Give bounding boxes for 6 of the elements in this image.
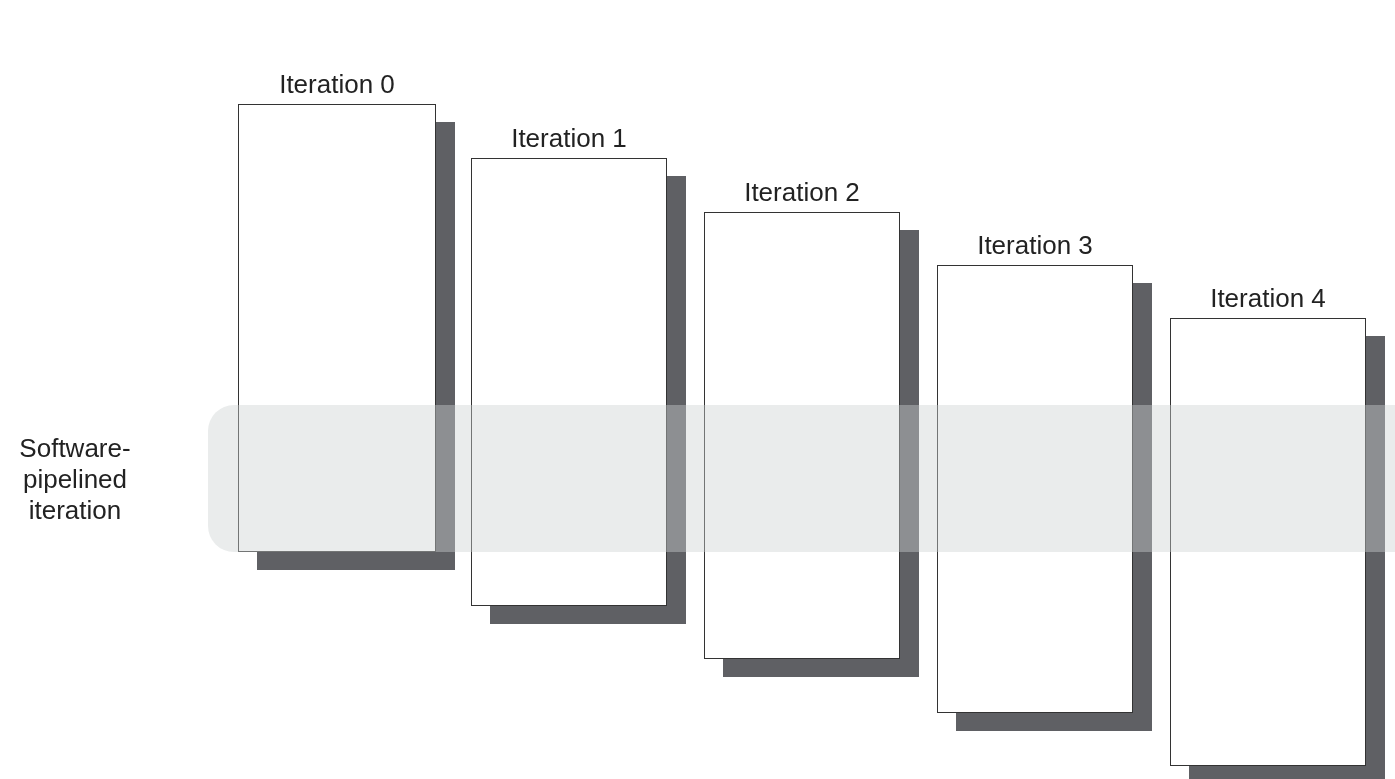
band-label: Software-pipelined iteration — [18, 432, 132, 525]
iteration-heading: Iteration 0 — [278, 69, 396, 99]
iteration-heading: Iteration 4 — [1209, 283, 1327, 313]
iteration-heading: Iteration 2 — [743, 177, 861, 207]
iteration-heading: Iteration 1 — [510, 123, 628, 153]
iteration-heading: Iteration 3 — [976, 230, 1094, 260]
